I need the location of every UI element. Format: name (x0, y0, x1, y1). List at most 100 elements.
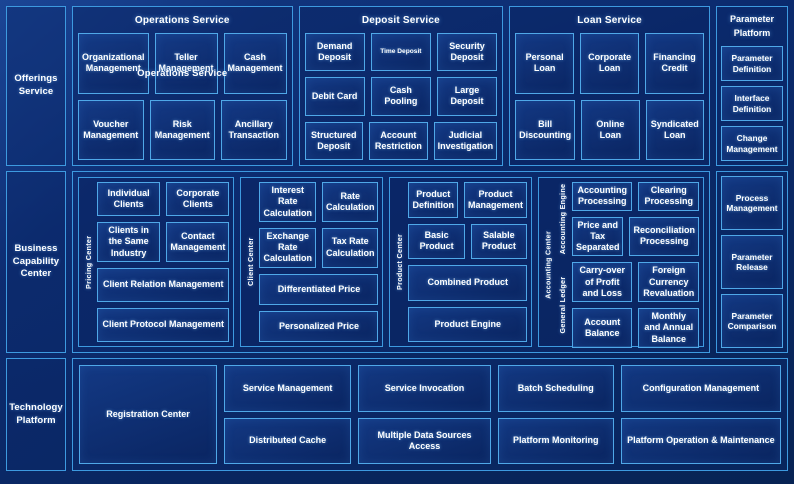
tile-time-deposit[interactable]: Time Deposit (370, 33, 431, 72)
panel-operations-service[interactable]: Operations Service Operations Service Or… (72, 6, 293, 166)
tile-salable-product[interactable]: Salable Product (470, 223, 527, 259)
tile-corporate-clients[interactable]: Corporate Clients (166, 182, 230, 217)
tile-change-management[interactable]: Change Management (721, 126, 783, 161)
tile-multiple-data-sources-access[interactable]: Multiple Data Sources Access (358, 417, 491, 464)
tile-configuration-management[interactable]: Configuration Management (620, 365, 781, 412)
layer-technology-platform: Technology Platform Registration Center … (6, 358, 788, 471)
tile-organizational-management[interactable]: Organizational Management (78, 33, 149, 94)
operations-service-tiles: Organizational Management Teller Managem… (78, 33, 287, 160)
tile-service-management[interactable]: Service Management (224, 365, 352, 412)
technology-col-4: Batch Scheduling Platform Monitoring (497, 365, 614, 464)
tile-platform-operation-and-maintenance[interactable]: Platform Operation & Maintenance (620, 417, 781, 464)
tile-price-and-tax-separated[interactable]: Price and Tax Separated (571, 216, 624, 257)
tile-clearing-processing[interactable]: Clearing Processing (638, 182, 700, 211)
tile-personalized-price[interactable]: Personalized Price (259, 310, 379, 342)
technology-platform-group: Registration Center Service Management D… (72, 358, 788, 471)
tile-differentiated-price[interactable]: Differentiated Price (259, 273, 379, 305)
tile-tax-rate-calculation[interactable]: Tax Rate Calculation (321, 227, 379, 268)
tile-large-deposit[interactable]: Large Deposit (436, 77, 498, 116)
tile-interface-definition[interactable]: Interface Definition (721, 86, 783, 121)
layer-business-capability-center: Business Capability Center Pricing Cente… (6, 171, 788, 353)
tile-exchange-rate-calculation[interactable]: Exchange Rate Calculation (259, 227, 316, 268)
tile-row: Multiple Data Sources Access (358, 417, 491, 464)
tile-financing-credit[interactable]: Financing Credit (645, 33, 705, 94)
tile-contact-management[interactable]: Contact Management (166, 222, 230, 262)
tile-process-management[interactable]: Process Management (721, 176, 783, 230)
tile-carry-over-of-profit-and-loss[interactable]: Carry-over of Profit and Loss (571, 262, 633, 302)
tile-row: Accounting Processing Clearing Processin… (571, 182, 700, 211)
tile-product-management[interactable]: Product Management (463, 182, 527, 218)
tile-accounting-processing[interactable]: Accounting Processing (571, 182, 633, 211)
tile-client-relation-management[interactable]: Client Relation Management (97, 267, 230, 302)
tile-parameter-definition[interactable]: Parameter Definition (721, 46, 783, 81)
vertical-label-general-ledger: General Ledger (557, 276, 567, 334)
tile-client-protocol-management[interactable]: Client Protocol Management (97, 307, 230, 342)
tile-row: Combined Product (408, 265, 527, 301)
tile-row: Product Engine (408, 306, 527, 342)
tile-account-restriction[interactable]: Account Restriction (369, 121, 428, 160)
pricing-center-tiles: Individual Clients Corporate Clients Cli… (97, 182, 230, 342)
tile-monthly-and-annual-balance[interactable]: Monthly and Annual Balance (638, 308, 700, 348)
tile-row: Bill Discounting Online Loan Syndicated … (515, 99, 705, 160)
tile-parameter-release[interactable]: Parameter Release (721, 235, 783, 289)
client-center-tiles: Interest Rate Calculation Rate Calculati… (259, 182, 379, 342)
tile-row: Exchange Rate Calculation Tax Rate Calcu… (259, 227, 379, 268)
tile-product-definition[interactable]: Product Definition (408, 182, 458, 218)
tile-registration-center[interactable]: Registration Center (79, 365, 218, 464)
tile-distributed-cache[interactable]: Distributed Cache (224, 417, 352, 464)
tile-bill-discounting[interactable]: Bill Discounting (515, 99, 576, 160)
tile-row: Platform Monitoring (497, 417, 614, 464)
tile-ancillary-transaction[interactable]: Ancillary Transaction (221, 99, 287, 160)
panel-loan-service[interactable]: Loan Service Personal Loan Corporate Loa… (509, 6, 710, 166)
tile-product-engine[interactable]: Product Engine (408, 306, 527, 342)
tile-row: Demand Deposit Time Deposit Security Dep… (304, 33, 498, 72)
loan-service-tiles: Personal Loan Corporate Loan Financing C… (515, 33, 705, 160)
tile-row: Structured Deposit Account Restriction J… (304, 121, 498, 160)
tile-cash-pooling[interactable]: Cash Pooling (370, 77, 431, 116)
tile-risk-management[interactable]: Risk Management (149, 99, 216, 160)
parameter-platform-title: Parameter Platform (729, 14, 775, 38)
tile-parameter-comparison[interactable]: Parameter Comparison (721, 294, 783, 348)
tile-personal-loan[interactable]: Personal Loan (515, 33, 575, 94)
tile-structured-deposit[interactable]: Structured Deposit (304, 121, 364, 160)
tile-security-deposit[interactable]: Security Deposit (436, 33, 498, 72)
panel-client-center[interactable]: Client Center Interest Rate Calculation … (240, 177, 384, 347)
layer-label-offerings-service: Offerings Service (6, 6, 66, 166)
tile-syndicated-loan[interactable]: Syndicated Loan (645, 99, 705, 160)
tile-voucher-management[interactable]: Voucher Management (78, 99, 144, 160)
tile-platform-monitoring[interactable]: Platform Monitoring (497, 417, 614, 464)
tile-individual-clients[interactable]: Individual Clients (97, 182, 161, 217)
tile-debit-card[interactable]: Debit Card (304, 77, 365, 116)
tile-reconciliation-processing[interactable]: Reconciliation Processing (629, 216, 699, 257)
tile-foreign-currency-revaluation[interactable]: Foreign Currency Revaluation (638, 262, 700, 302)
tile-interest-rate-calculation[interactable]: Interest Rate Calculation (259, 182, 316, 222)
tile-row: Voucher Management Risk Management Ancil… (78, 99, 287, 160)
deposit-service-tiles: Demand Deposit Time Deposit Security Dep… (304, 33, 498, 160)
vertical-label-accounting-center: Accounting Center (545, 231, 553, 299)
tile-corporate-loan[interactable]: Corporate Loan (580, 33, 640, 94)
tile-account-balance[interactable]: Account Balance (571, 308, 633, 348)
accounting-center-subblocks: Accounting Engine Accounting Processing … (557, 182, 700, 348)
tile-service-invocation[interactable]: Service Invocation (358, 365, 491, 412)
tile-row: Batch Scheduling (497, 365, 614, 412)
panel-product-center[interactable]: Product Center Product Definition Produc… (389, 177, 532, 347)
panel-accounting-center[interactable]: Accounting Center Accounting Engine Acco… (537, 177, 704, 348)
tile-judicial-investigation[interactable]: Judicial Investigation (433, 121, 498, 160)
tile-cash-management[interactable]: Cash Management (223, 33, 287, 94)
tile-row: Clients in the Same Industry Contact Man… (97, 222, 230, 262)
layer-label-business-capability-center: Business Capability Center (6, 171, 66, 353)
tile-clients-in-the-same-industry[interactable]: Clients in the Same Industry (97, 222, 161, 262)
tile-batch-scheduling[interactable]: Batch Scheduling (497, 365, 614, 412)
tile-row: Account Balance Monthly and Annual Balan… (571, 308, 700, 348)
tile-basic-product[interactable]: Basic Product (408, 223, 465, 259)
tile-teller-management[interactable]: Teller Management (154, 33, 218, 94)
panel-deposit-service[interactable]: Deposit Service Demand Deposit Time Depo… (298, 6, 504, 166)
tile-online-loan[interactable]: Online Loan (581, 99, 640, 160)
vertical-label-client-center: Client Center (246, 237, 256, 287)
vertical-label-accounting-engine: Accounting Engine (557, 183, 567, 255)
tile-combined-product[interactable]: Combined Product (408, 265, 527, 301)
tile-rate-calculation[interactable]: Rate Calculation (321, 182, 379, 222)
product-center-tiles: Product Definition Product Management Ba… (408, 182, 527, 342)
panel-pricing-center[interactable]: Pricing Center Individual Clients Corpor… (78, 177, 235, 347)
tile-demand-deposit[interactable]: Demand Deposit (304, 33, 365, 72)
